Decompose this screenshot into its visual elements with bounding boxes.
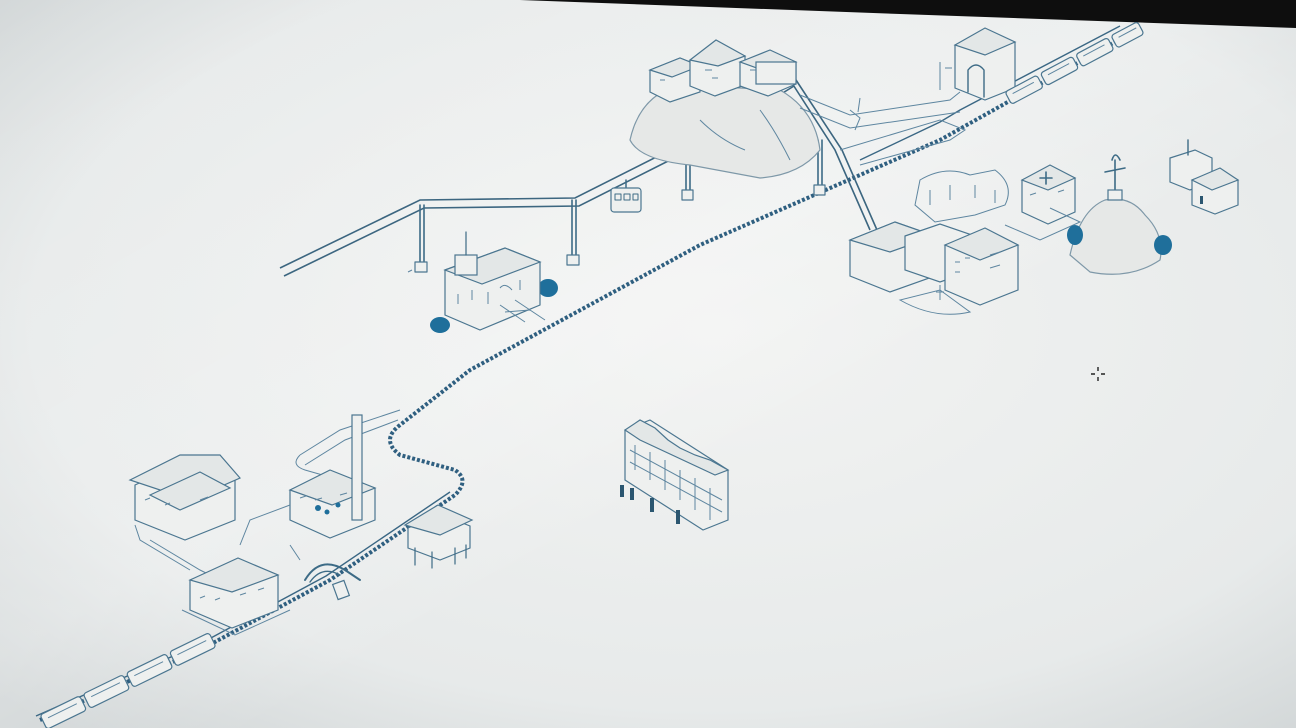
market-square-building[interactable] bbox=[848, 169, 1020, 315]
townhouses-building[interactable] bbox=[620, 419, 730, 531]
rail-tunnel bbox=[304, 563, 361, 601]
statue-hill-building[interactable] bbox=[1067, 154, 1172, 275]
stilt-house-building[interactable] bbox=[403, 504, 474, 569]
gate-arch-building[interactable] bbox=[939, 27, 1017, 101]
cable-car-icon[interactable] bbox=[610, 179, 642, 213]
train-bottom[interactable] bbox=[40, 632, 216, 728]
cable-car-station-building[interactable] bbox=[430, 231, 558, 333]
terrain-mark bbox=[407, 269, 413, 273]
farmhouse-building[interactable] bbox=[128, 454, 241, 576]
clinic-building[interactable] bbox=[1004, 164, 1082, 241]
depot-building[interactable] bbox=[181, 504, 301, 636]
train-icon[interactable] bbox=[1005, 22, 1144, 105]
road-top bbox=[799, 91, 967, 166]
hilltop-village-building[interactable] bbox=[629, 39, 821, 179]
crosshair-cursor-icon bbox=[1091, 367, 1105, 381]
outpost-building[interactable] bbox=[1169, 139, 1240, 215]
factory-building[interactable] bbox=[288, 409, 401, 539]
monitor-bezel bbox=[520, 0, 1296, 28]
